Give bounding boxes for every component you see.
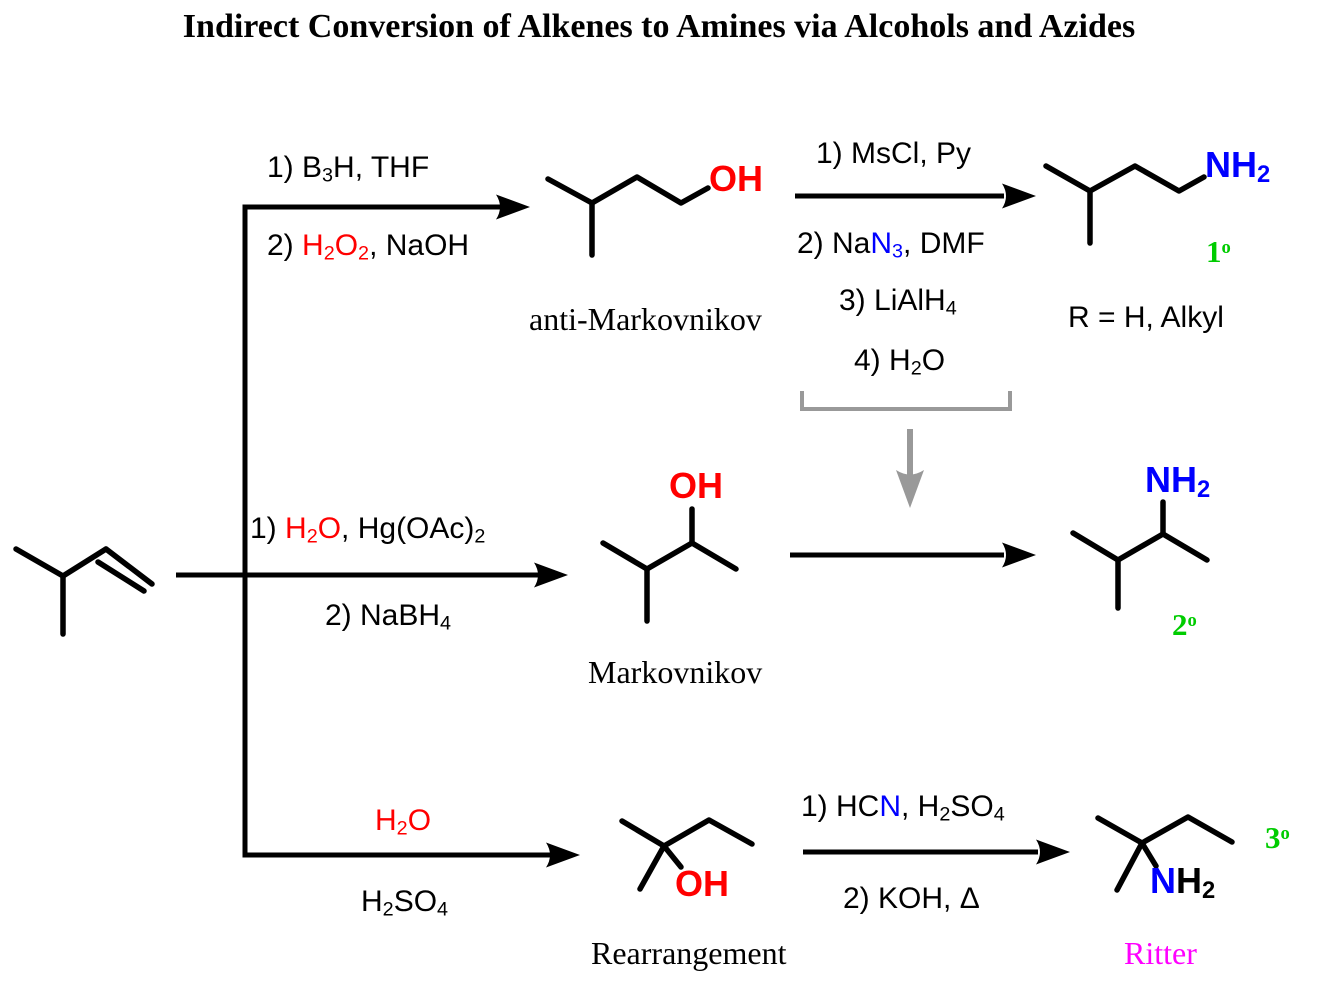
ritter-arrow <box>803 839 1070 865</box>
oxymercuration-arrow <box>176 562 568 588</box>
tertiary-degree-label: 3o <box>1265 820 1290 855</box>
hydroboration-arrow-head <box>496 194 530 220</box>
scheme-title: Indirect Conversion of Alkenes to Amines… <box>182 8 1136 45</box>
alkene-structure <box>13 546 155 637</box>
azide-reagent-line3: 3) LiAlH4 <box>839 284 957 320</box>
oxymercuration-reagent-line1: 1) H2O, Hg(OAc)2 <box>250 512 486 548</box>
azide-route-arrow-middle <box>790 542 1036 568</box>
anti-markovnikov-alcohol-structure <box>545 174 711 258</box>
anti-markovnikov-label: anti-Markovnikov <box>529 301 762 337</box>
mesylation-azide-arrow <box>795 183 1036 209</box>
sequence-bracket <box>800 391 1012 411</box>
ritter-label: Ritter <box>1124 935 1197 971</box>
hydration-arrow-head <box>546 842 580 868</box>
azide-reagent-line1: 1) MsCl, Py <box>816 137 972 170</box>
rearrangement-oh-label: OH <box>675 863 729 904</box>
azide-reagent-line4: 4) H2O <box>854 344 946 380</box>
hydroboration-reagent-line2: 2) H2O2, NaOH <box>267 229 470 265</box>
rearrangement-alcohol-structure <box>619 817 755 892</box>
ritter-reagent-line1: 1) HCN, H2SO4 <box>801 790 1005 826</box>
ritter-reagent-line2: 2) KOH, Δ <box>843 882 980 915</box>
tertiary-amine-nh2-label: NH2 <box>1150 860 1216 905</box>
markovnikov-oh-label: OH <box>669 465 723 506</box>
primary-amine-nh2-label: NH2 <box>1205 144 1271 189</box>
sequence-down-arrow <box>896 429 924 508</box>
markovnikov-alcohol-structure <box>600 506 739 624</box>
azide-reagent-line2: 2) NaN3, DMF <box>797 227 985 263</box>
hydration-reagent-line2: H2SO4 <box>361 885 449 921</box>
r-group-note: R = H, Alkyl <box>1068 301 1224 334</box>
rearrangement-label: Rearrangement <box>591 935 787 971</box>
secondary-degree-label: 2o <box>1172 607 1197 642</box>
primary-amine-structure <box>1043 163 1207 246</box>
primary-degree-label: 1o <box>1206 234 1231 269</box>
branch-trunk <box>242 204 552 858</box>
secondary-amine-nh2-label: NH2 <box>1145 459 1211 504</box>
hydroboration-reagent-line1: 1) B3H, THF <box>267 151 430 187</box>
markovnikov-label: Markovnikov <box>588 654 763 690</box>
secondary-amine-structure <box>1070 499 1210 611</box>
anti-markovnikov-oh-label: OH <box>709 158 763 199</box>
hydration-reagent-line1: H2O <box>375 804 432 840</box>
tertiary-amine-structure <box>1095 814 1235 893</box>
oxymercuration-reagent-line2: 2) NaBH4 <box>325 599 452 635</box>
